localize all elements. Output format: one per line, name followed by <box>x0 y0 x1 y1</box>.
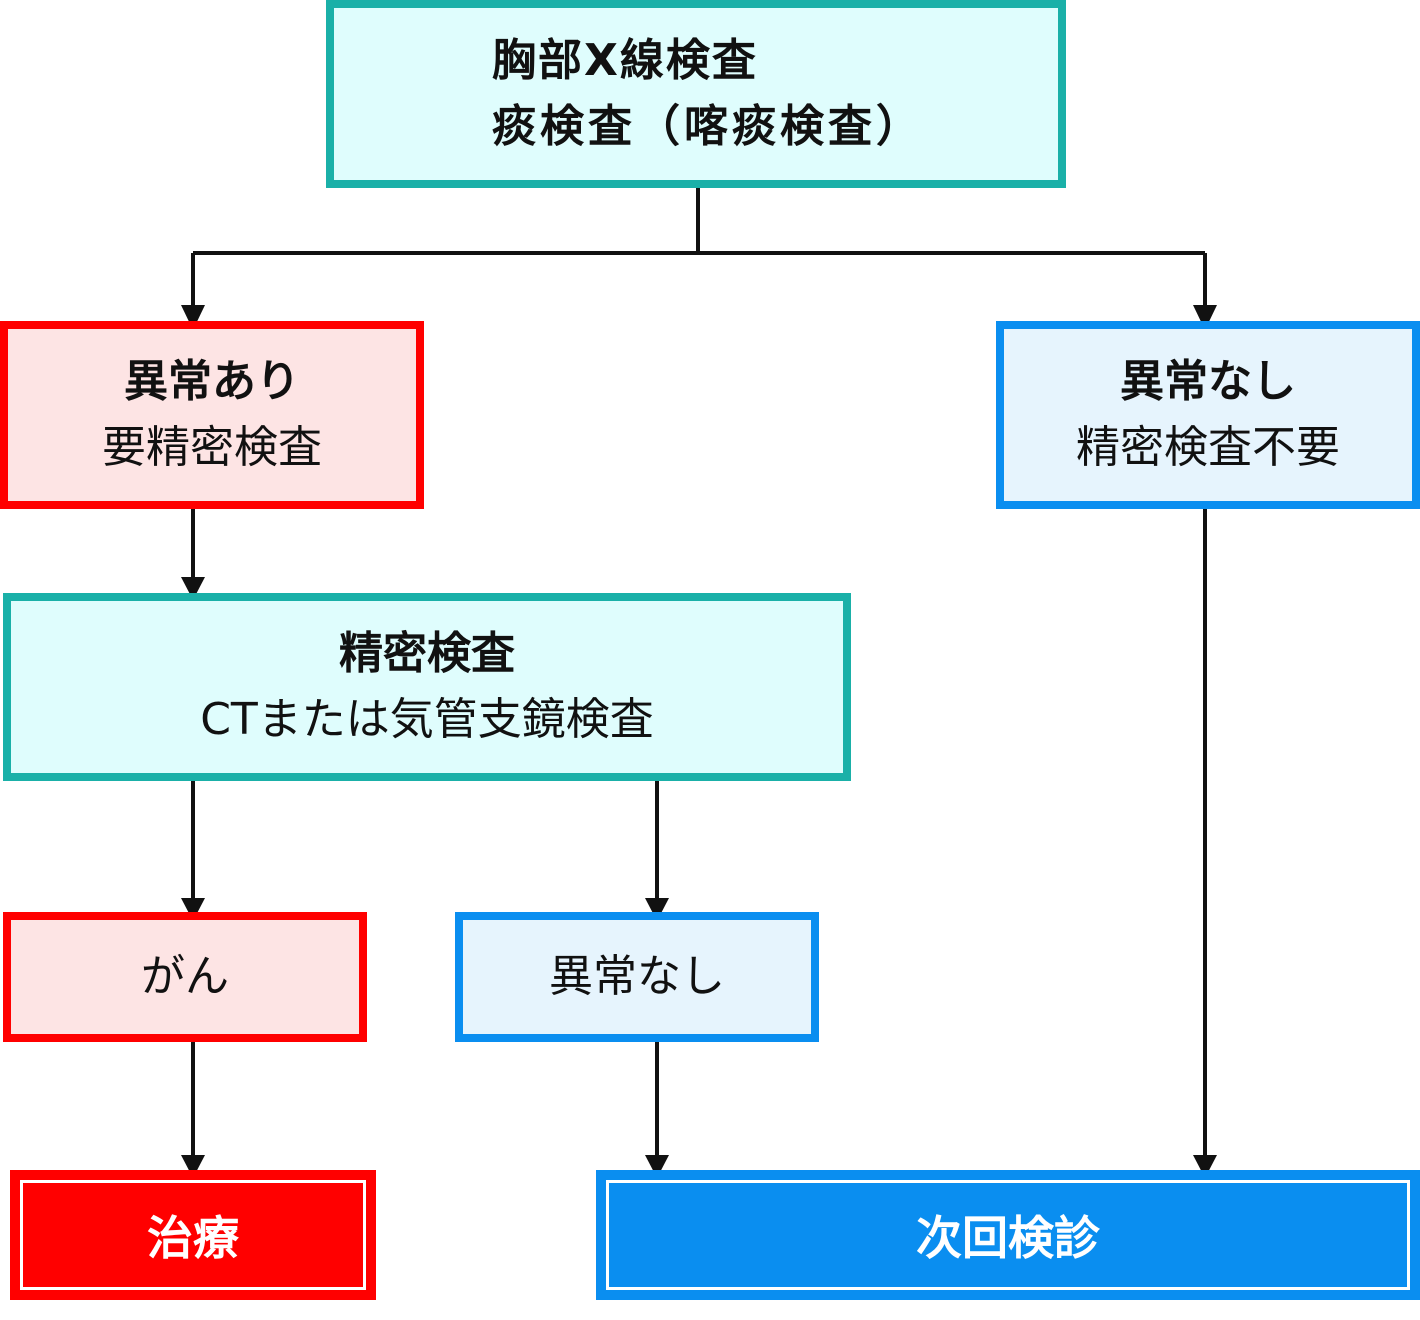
arrowhead-treatment <box>181 1155 205 1178</box>
screening-line2: 痰検査（喀痰検査） <box>492 101 924 152</box>
next-exam-inner-border <box>606 1180 1410 1290</box>
next-exam-box: 次回検診 <box>596 1170 1420 1300</box>
arrowhead-detailed <box>181 577 205 600</box>
detailed-exam-subtitle: CTまたは気管支鏡検査 <box>200 694 654 745</box>
detailed-exam-title: 精密検査 <box>339 628 515 679</box>
cancer-label: がん <box>141 951 229 1002</box>
arrowhead-no-abnormal <box>645 898 669 921</box>
arrowhead-abnormal <box>181 305 205 330</box>
abnormal-title: 異常あり <box>124 356 300 407</box>
no-abnormal-box: 異常なし <box>455 912 819 1042</box>
arrowhead-normal-right <box>1193 305 1217 330</box>
normal-title: 異常なし <box>1120 356 1296 407</box>
cancer-box: がん <box>3 912 367 1042</box>
treatment-inner-border <box>20 1180 366 1290</box>
abnormal-box: 異常あり 要精密検査 <box>0 321 424 509</box>
treatment-box: 治療 <box>10 1170 376 1300</box>
connector-top-split <box>191 186 1207 305</box>
abnormal-subtitle: 要精密検査 <box>102 422 322 473</box>
arrowhead-cancer <box>181 898 205 921</box>
arrowhead-next-left <box>645 1155 669 1178</box>
normal-subtitle: 精密検査不要 <box>1076 422 1340 473</box>
screening-line1: 胸部X線検査 <box>492 35 758 86</box>
treatment-label: 治療 <box>147 1211 239 1265</box>
no-abnormal-label: 異常なし <box>549 951 725 1002</box>
normal-box: 異常なし 精密検査不要 <box>996 321 1420 509</box>
next-exam-label: 次回検診 <box>916 1211 1100 1265</box>
detailed-exam-box: 精密検査 CTまたは気管支鏡検査 <box>3 593 851 781</box>
screening-box: 胸部X線検査 痰検査（喀痰検査） <box>326 0 1066 188</box>
arrowhead-next-right <box>1193 1155 1217 1178</box>
